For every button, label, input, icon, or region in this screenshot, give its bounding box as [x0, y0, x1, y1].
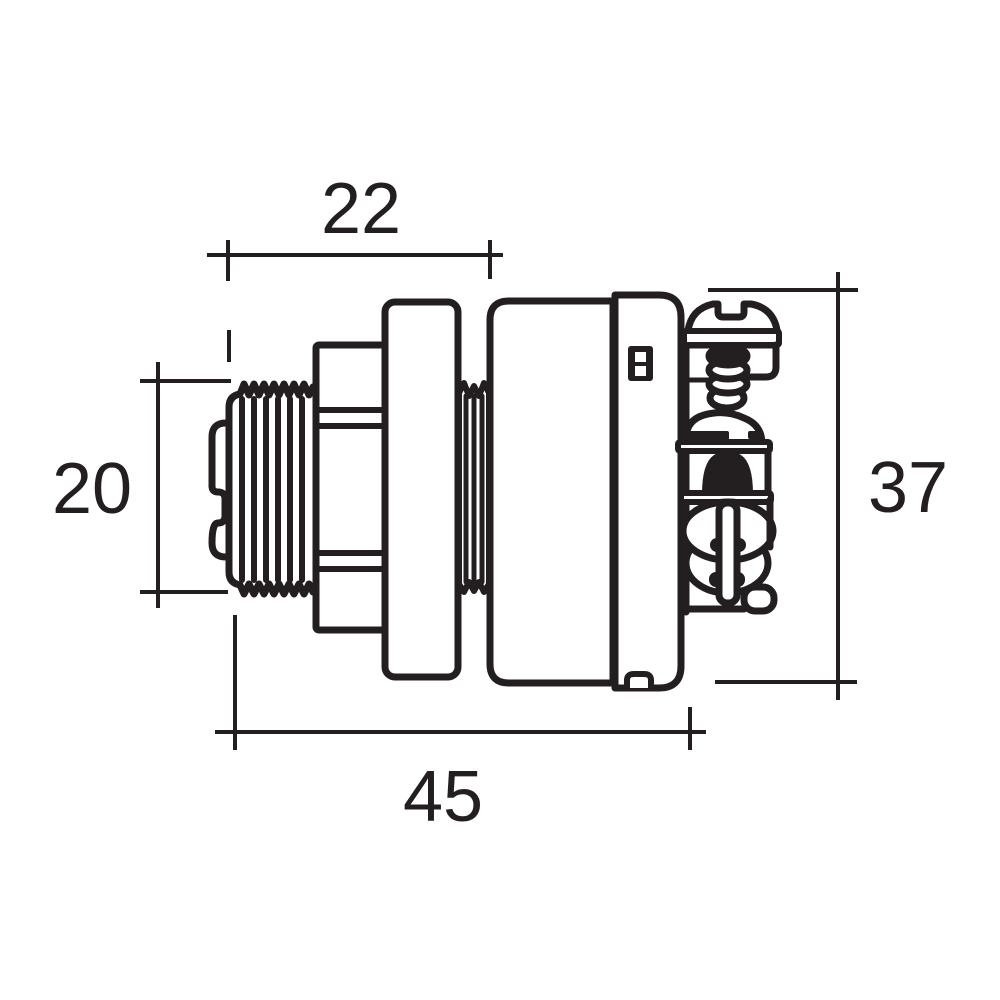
dim-left-label: 20: [52, 449, 132, 529]
contact-dome: [702, 451, 753, 494]
end-cap-bottom-tab: [624, 671, 654, 688]
dim-bottom-label: 45: [403, 757, 483, 837]
screw-slot-bar-left: [684, 431, 729, 440]
dimension-annotations: 22 20 45 37: [52, 169, 948, 837]
connector-slot-bottom: [635, 366, 646, 376]
screw-slot-bar-right: [748, 431, 762, 439]
barrel-thread-lines: [239, 396, 305, 583]
flange-washer: [381, 298, 462, 681]
screw-washer-top: [681, 328, 782, 348]
nut-chamfer-lines: [313, 407, 388, 572]
mounting-nut: [312, 341, 389, 634]
dim-top-label: 22: [321, 169, 401, 249]
switch-body: [486, 297, 617, 687]
connector-slot-top: [635, 352, 646, 362]
terminal-foot: [740, 583, 778, 615]
spring-coil-1: [705, 343, 751, 369]
connector-detail: [628, 346, 653, 381]
terminal-bracket-top: [744, 341, 780, 381]
terminal-base-band: [675, 439, 773, 454]
terminal-spring: [705, 343, 751, 412]
terminal-screw-top: [679, 300, 782, 383]
end-cap: [611, 291, 685, 692]
terminal-screw-middle: [675, 409, 774, 505]
terminal-screw-bottom: [679, 496, 778, 615]
body-thread-lines: [463, 393, 485, 585]
switch-part: [208, 291, 782, 692]
dim-right-label: 37: [868, 448, 948, 528]
screw-slot-shaft: [715, 499, 741, 607]
